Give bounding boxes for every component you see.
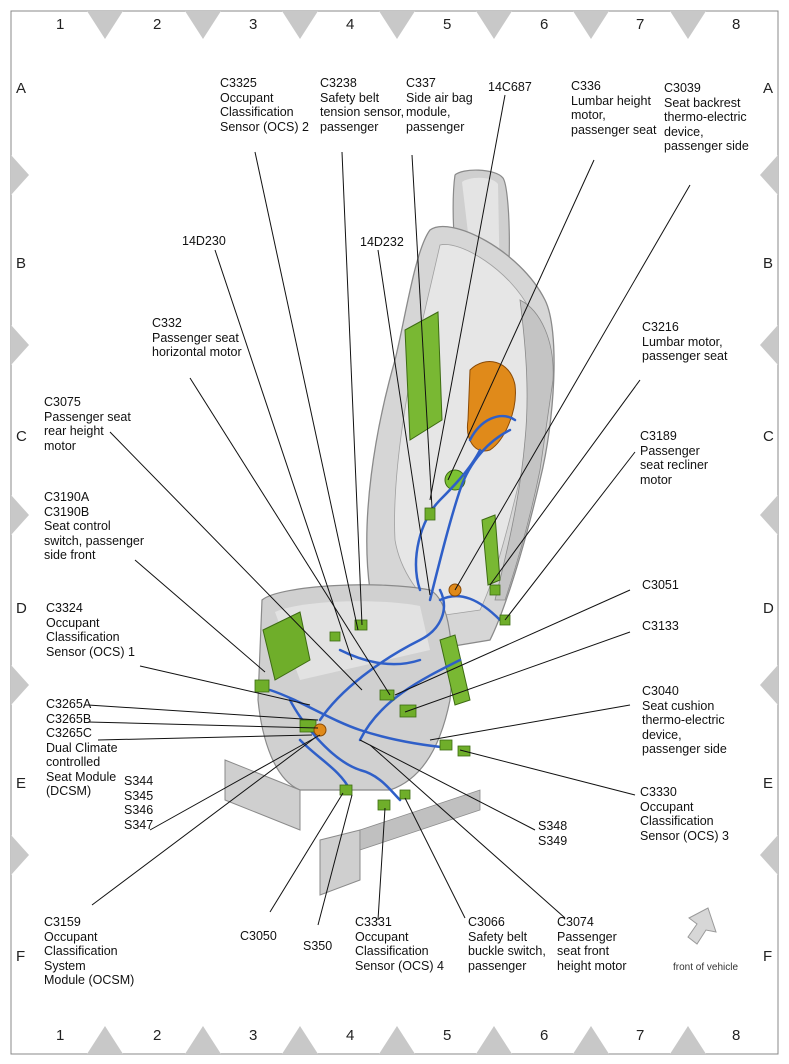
row-label-right-e: E: [763, 775, 774, 792]
row-label-right-f: F: [763, 948, 773, 965]
label-c3075: C3075 Passenger seat rear height motor: [44, 395, 131, 453]
label-s344-s347: S344 S345 S346 S347: [124, 774, 154, 832]
label-c3051: C3051: [642, 578, 679, 592]
label-c3040: C3040 Seat cushion thermo-electric devic…: [642, 684, 727, 756]
col-label-bottom-3: 3: [249, 1027, 258, 1044]
label-c332: C332 Passenger seat horizontal motor: [152, 316, 242, 359]
label-c3074: C3074 Passenger seat front height motor: [557, 915, 627, 973]
row-label-left-c: C: [16, 428, 27, 445]
col-label-top-6: 6: [540, 16, 549, 33]
right-ruler: [760, 155, 778, 875]
label-c3325: C3325 Occupant Classification Sensor (OC…: [220, 76, 309, 134]
top-ruler: [87, 11, 706, 39]
row-label-left-a: A: [16, 80, 27, 97]
row-label-left-e: E: [16, 775, 27, 792]
leader-lines: [87, 94, 691, 926]
front-of-vehicle-label: front of vehicle: [673, 962, 739, 973]
row-label-left-d: D: [16, 600, 27, 617]
label-c3159: C3159 Occupant Classification System Mod…: [44, 915, 135, 987]
label-c3066: C3066 Safety belt buckle switch, passeng…: [468, 915, 546, 973]
label-c3190: C3190A C3190B Seat control switch, passe…: [44, 490, 145, 562]
label-c336: C336 Lumbar height motor, passenger seat: [571, 79, 657, 137]
label-s350: S350: [303, 939, 333, 953]
seat-illustration: [224, 169, 555, 896]
label-c3216: C3216 Lumbar motor, passenger seat: [642, 320, 728, 363]
col-label-bottom-6: 6: [540, 1027, 549, 1044]
col-label-top-1: 1: [56, 16, 65, 33]
left-ruler: [11, 155, 29, 875]
label-14c687: 14C687: [488, 80, 532, 94]
row-label-right-a: A: [763, 80, 774, 97]
col-label-bottom-2: 2: [153, 1027, 162, 1044]
col-label-bottom-7: 7: [636, 1027, 645, 1044]
col-label-top-2: 2: [153, 16, 162, 33]
row-label-right-c: C: [763, 428, 774, 445]
front-arrow-icon: [687, 907, 717, 945]
label-c3238: C3238 Safety belt tension sensor, passen…: [320, 76, 405, 134]
label-c3330: C3330 Occupant Classification Sensor (OC…: [640, 785, 729, 843]
label-14d230: 14D230: [182, 234, 226, 248]
bottom-ruler: [87, 1026, 706, 1054]
col-label-top-4: 4: [346, 16, 355, 33]
label-c3331: C3331 Occupant Classification Sensor (OC…: [355, 915, 444, 973]
col-label-top-8: 8: [732, 16, 741, 33]
col-label-top-7: 7: [636, 16, 645, 33]
row-label-right-b: B: [763, 255, 774, 272]
label-c3133: C3133: [642, 619, 679, 633]
col-label-bottom-1: 1: [56, 1027, 65, 1044]
col-label-bottom-8: 8: [732, 1027, 741, 1044]
label-c337: C337 Side air bag module, passenger: [406, 76, 473, 134]
row-label-left-f: F: [16, 948, 26, 965]
label-c3039: C3039 Seat backrest thermo-electric devi…: [664, 81, 749, 153]
label-c3265: C3265A C3265B C3265C Dual Climate contro…: [46, 697, 118, 798]
col-label-bottom-4: 4: [346, 1027, 355, 1044]
col-label-top-5: 5: [443, 16, 452, 33]
label-c3050: C3050: [240, 929, 277, 943]
col-label-top-3: 3: [249, 16, 258, 33]
label-c3189: C3189 Passenger seat recliner motor: [640, 429, 709, 487]
row-label-right-d: D: [763, 600, 774, 617]
col-label-bottom-5: 5: [443, 1027, 452, 1044]
row-label-left-b: B: [16, 255, 27, 272]
label-14d232: 14D232: [360, 235, 404, 249]
label-s348-s349: S348 S349: [538, 819, 568, 848]
label-c3324: C3324 Occupant Classification Sensor (OC…: [46, 601, 135, 659]
